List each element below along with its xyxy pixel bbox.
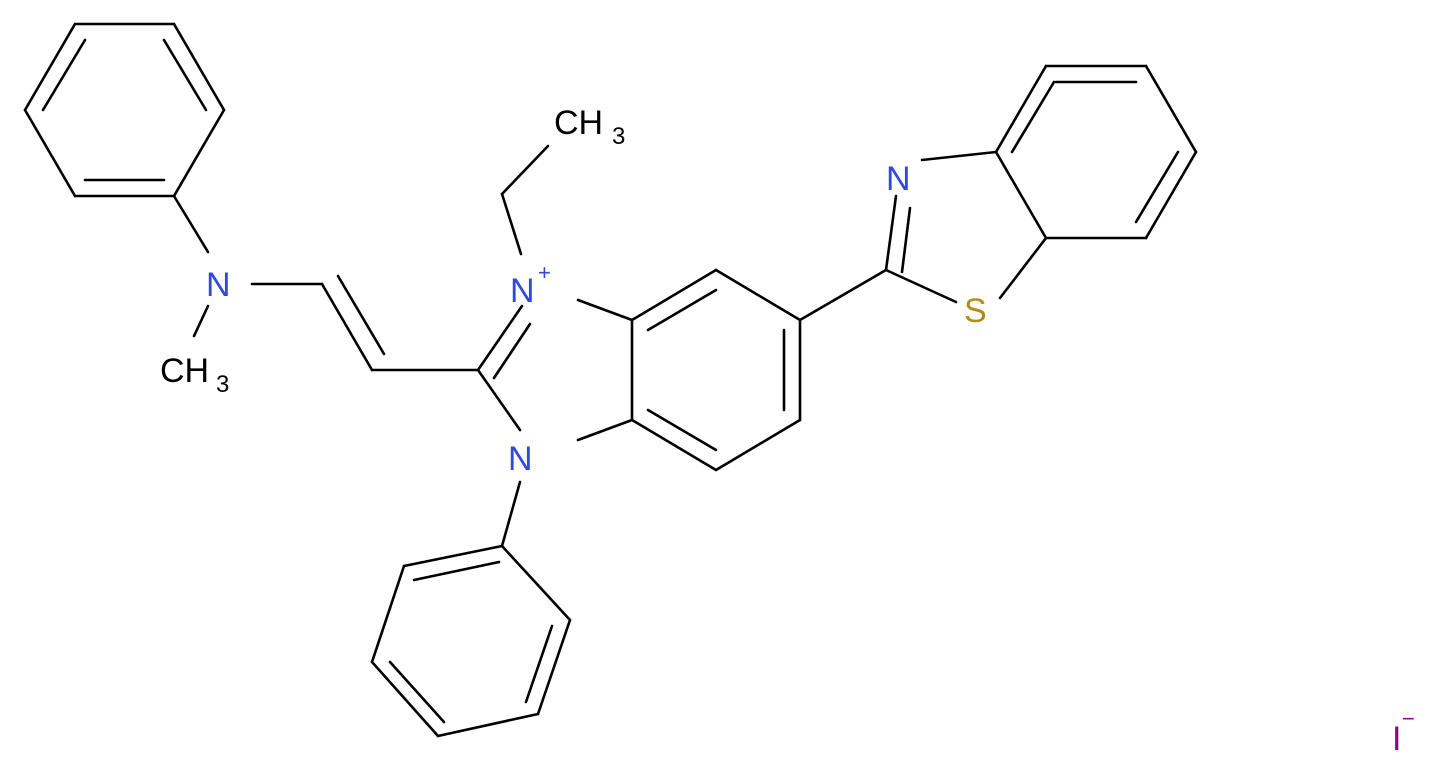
amine-methyl-subscript: 3 xyxy=(216,371,229,398)
bond-amine-n-to-methyl xyxy=(192,304,210,338)
iodide-label: I xyxy=(1392,720,1401,758)
phenyl-ring-bottom xyxy=(370,544,572,738)
negative-charge-label: − xyxy=(1402,706,1415,731)
bond-phenyl-to-amine-n xyxy=(172,194,210,254)
benzothiazole-benzo-ring xyxy=(994,64,1198,240)
imidazolium-nitrogen-label: N xyxy=(510,272,535,310)
ethyl-methyl-label: CH xyxy=(554,104,603,142)
vinyl-double-bond xyxy=(320,274,480,372)
thiazole-ring xyxy=(884,150,1048,304)
thiazole-sulfur-label: S xyxy=(964,292,987,330)
phenyl-ring-top-left xyxy=(23,22,226,198)
phenyl-nitrogen-label: N xyxy=(508,440,533,478)
ethyl-methyl-subscript: 3 xyxy=(612,123,625,150)
bond-n-to-bottom-phenyl xyxy=(500,480,522,548)
benzimidazole-benzo-ring xyxy=(630,268,802,472)
amine-methyl-label: CH xyxy=(160,352,209,390)
ethyl-group xyxy=(500,144,550,256)
bond-benzo-to-thiazole xyxy=(798,268,888,322)
positive-charge-label: + xyxy=(538,260,551,285)
amine-nitrogen-label: N xyxy=(206,266,231,304)
thiazole-nitrogen-label: N xyxy=(886,160,911,198)
imidazolium-ring xyxy=(476,298,634,442)
